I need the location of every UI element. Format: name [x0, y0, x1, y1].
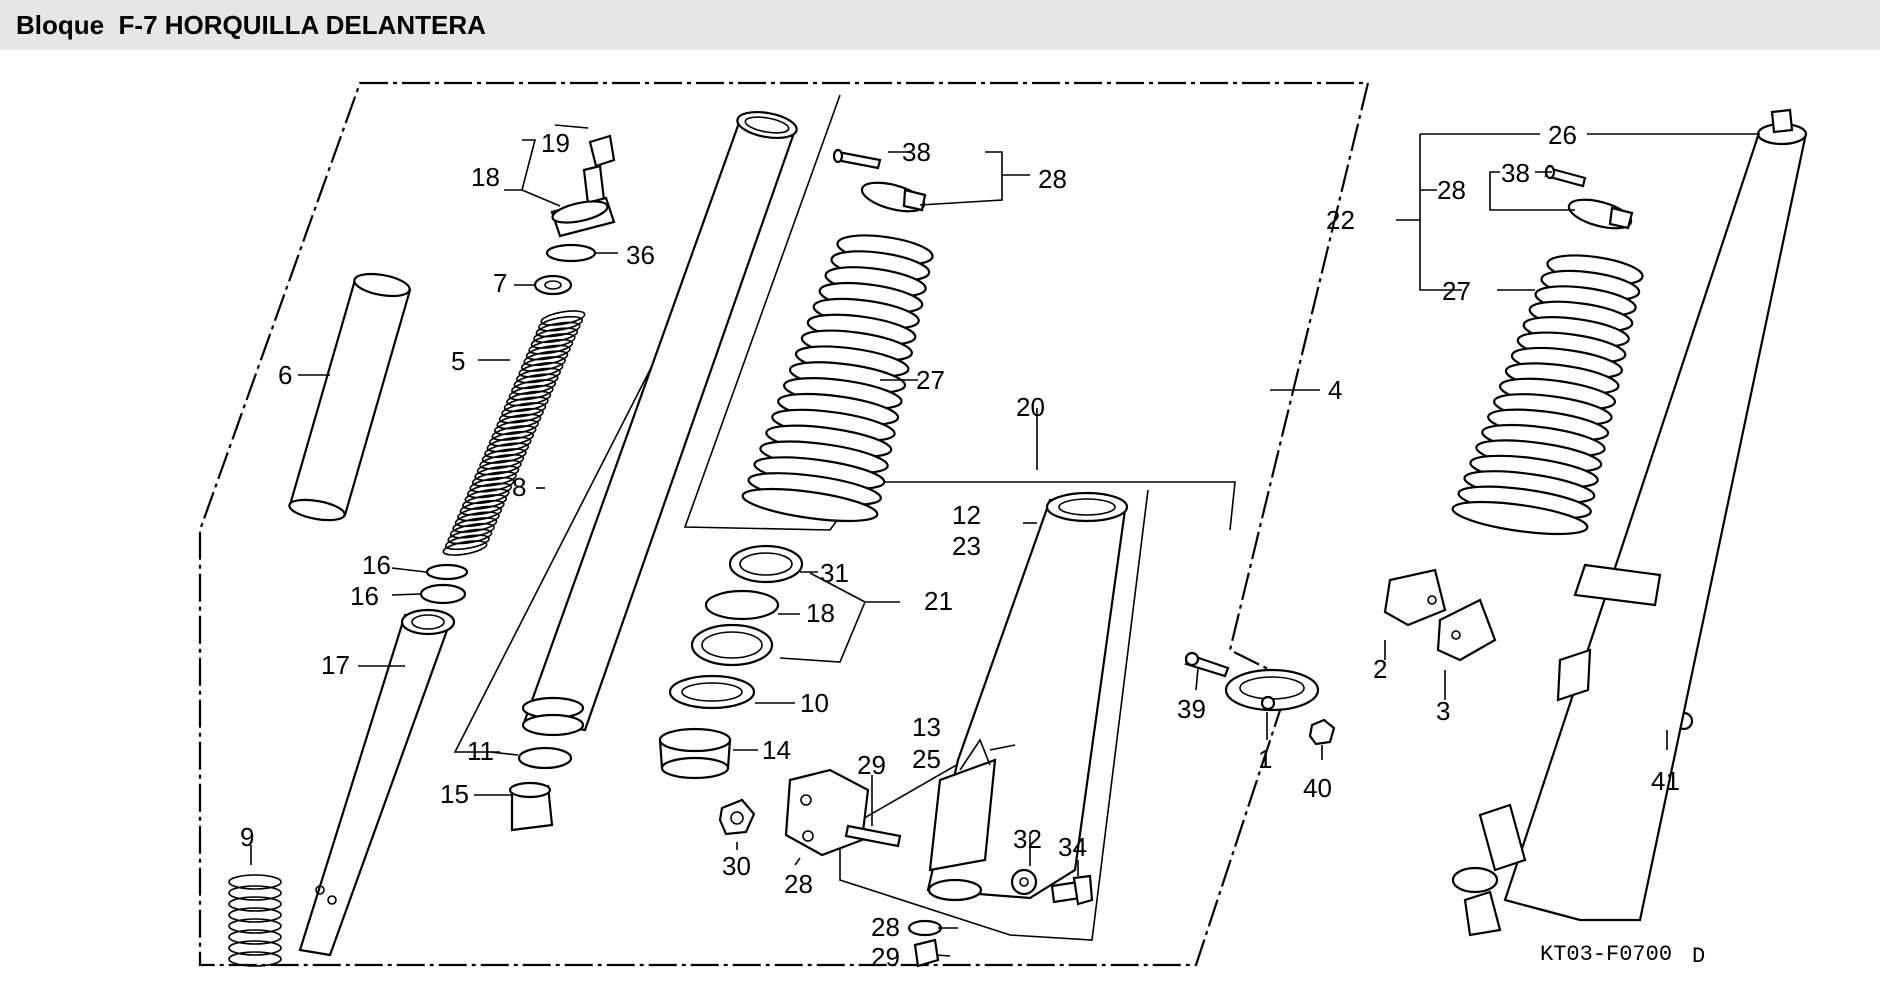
part-14-guide-bushing [658, 727, 732, 780]
header-bar: Bloque F-7 HORQUILLA DELANTERA [0, 0, 1880, 50]
part-2-hose-guide-bracket [1383, 568, 1447, 627]
callout-14: 14 [762, 735, 791, 765]
callout-27-b: 27 [1442, 276, 1471, 306]
callout-29: 28 [784, 869, 813, 899]
callout-38: 38 [902, 137, 931, 167]
callout-23: 22 [1326, 205, 1355, 235]
callout-40: 40 [1303, 773, 1332, 803]
part-31-socket-bolt [913, 938, 940, 968]
callout-27: 27 [916, 365, 945, 395]
callout-12: 12 [952, 500, 981, 530]
part-16-stopper-ring-b [419, 583, 467, 605]
part-11-slider-bushing [517, 746, 573, 770]
callout-18: 18 [806, 598, 835, 628]
part-37-drain-bolt [1050, 874, 1094, 906]
callout-labels: 19 18 36 7 5 6 8 16 16 17 9 11 15 38 28 … [240, 120, 1680, 972]
callout-28: 28 [1038, 164, 1067, 194]
callout-24: 23 [952, 531, 981, 561]
callout-35: 31 [820, 558, 849, 588]
callout-19: 18 [471, 162, 500, 192]
part-34-washer [1010, 868, 1038, 896]
part-33-nut [718, 798, 756, 836]
part-6-fork-pipe [288, 272, 412, 522]
part-36-o-ring [545, 243, 597, 263]
part-27-fork-boot-b [1451, 254, 1644, 536]
callout-15: 15 [440, 779, 469, 809]
callout-6: 6 [278, 360, 292, 390]
callout-30: 28 [871, 912, 900, 942]
part-26-front-fork-assembly [1451, 108, 1808, 937]
part-1-brake-hose-clamp [1224, 668, 1320, 712]
callout-26: 26 [1548, 120, 1577, 150]
callout-31: 29 [871, 942, 900, 972]
part-15-oil-lock-piece [508, 781, 554, 832]
fork-tube-inner-box [453, 359, 656, 753]
part-8-inner-tube [521, 110, 798, 737]
part-38-bolt-b [1544, 164, 1587, 188]
part-7-spring-seat [533, 274, 573, 296]
callout-16-b: 16 [350, 581, 379, 611]
callout-5: 5 [451, 346, 465, 376]
part-22-oil-seal [690, 623, 774, 667]
part-12-fork-slider [926, 491, 1129, 902]
callout-32: 29 [857, 750, 886, 780]
callout-34: 32 [1013, 824, 1042, 854]
part-19-fork-bolt [550, 164, 616, 238]
exploded-parts-diagram: 19 18 36 7 5 6 8 16 16 17 9 11 15 38 28 … [198, 81, 1808, 972]
part-10-back-up-ring [668, 674, 756, 710]
part-17-damper-rod [298, 608, 456, 957]
callout-41: 41 [1651, 766, 1680, 796]
part-30-sealing-washer [907, 919, 943, 937]
callout-2: 2 [1373, 654, 1387, 684]
callout-39: 39 [1177, 694, 1206, 724]
part-39-bolt [1184, 651, 1230, 678]
callout-33: 30 [722, 851, 751, 881]
part-38-bolt [832, 148, 882, 170]
callout-20: 19 [541, 128, 570, 158]
callout-13: 13 [912, 712, 941, 742]
part-20-cap-screw [588, 134, 616, 168]
diagram-code: KT03-F0700 [1540, 942, 1672, 967]
part-29-axle-holder [784, 768, 870, 857]
part-40-nut [1308, 718, 1336, 746]
callout-37: 34 [1058, 832, 1087, 862]
part-3-hose-guide-bracket [1436, 598, 1497, 662]
callout-38-b: 38 [1501, 158, 1530, 188]
part-9-rebound-spring [228, 874, 282, 967]
callout-9: 9 [240, 822, 254, 852]
callout-3: 3 [1436, 696, 1450, 726]
callout-25: 25 [912, 744, 941, 774]
callout-7: 7 [493, 268, 507, 298]
part-35-dust-seal [728, 544, 804, 584]
part-16-stopper-ring [425, 563, 469, 581]
part-5-fork-spring [442, 310, 586, 556]
part-27-fork-boot [741, 234, 934, 523]
callout-28-b: 28 [1437, 175, 1466, 205]
page-title: Bloque F-7 HORQUILLA DELANTERA [16, 9, 486, 40]
callout-21: 20 [1016, 392, 1045, 422]
callout-1: 1 [1258, 744, 1272, 774]
part-32-stud-bolt [844, 824, 902, 848]
callout-11: 11 [467, 736, 494, 766]
callout-36: 36 [626, 240, 655, 270]
callout-17: 17 [321, 650, 350, 680]
callout-16: 16 [362, 550, 391, 580]
part-28-boot-band [860, 181, 927, 213]
callout-8: 8 [512, 472, 526, 502]
callout-10: 10 [800, 688, 829, 718]
callout-22: 21 [924, 586, 953, 616]
part-18-stopper-ring [704, 589, 780, 621]
assembly-boundary [198, 81, 1370, 967]
callout-4: 4 [1328, 375, 1342, 405]
part-28-boot-band-b [1567, 198, 1634, 230]
revision-letter: D [1692, 944, 1705, 969]
leader-lines [250, 124, 1760, 957]
